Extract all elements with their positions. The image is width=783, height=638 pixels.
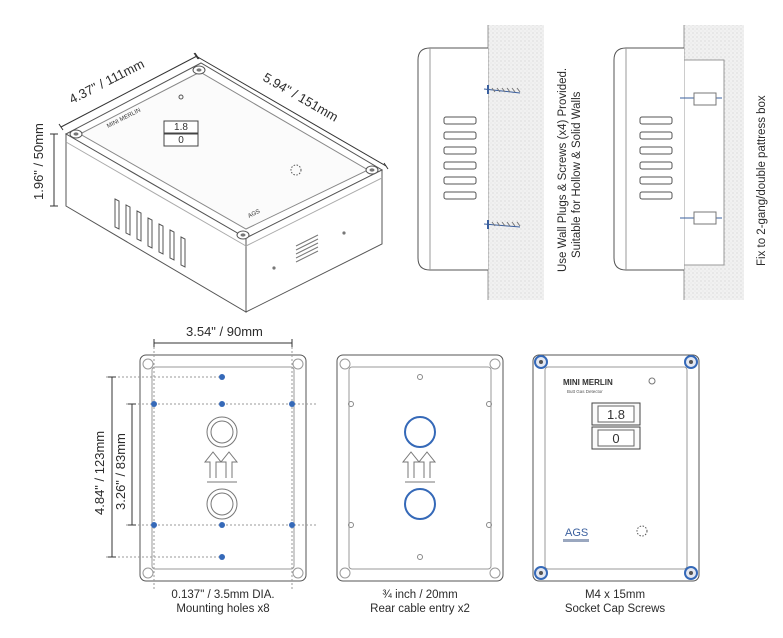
ce-up-arrows-icon <box>401 451 437 483</box>
pattress-box <box>683 59 725 266</box>
mh-up-arrows-icon <box>203 451 239 483</box>
iso-led <box>178 94 184 100</box>
mh-outer-frame <box>139 354 307 582</box>
ff-caption-line2: Socket Cap Screws <box>565 603 666 615</box>
ce-caption-line2: Rear cable entry x2 <box>370 603 470 615</box>
wall-screw-bottom <box>483 220 521 229</box>
mh-inner-height-dim: 3.26" / 83mm <box>113 433 128 510</box>
iso-dimension-lines <box>50 52 389 207</box>
wall-device-slots <box>443 116 477 200</box>
ff-product-name: MINI MERLIN <box>563 378 613 387</box>
iso-brand-logo: AGS <box>247 209 261 220</box>
wall-screw-top <box>483 85 521 94</box>
ff-certification-icon <box>648 377 656 385</box>
ff-product-sub: Butt Gas Detector <box>567 389 603 394</box>
pattress-device-slots <box>639 116 673 200</box>
iso-display-top: 1.8 <box>174 122 188 133</box>
cable-entry-hole <box>404 488 436 520</box>
ff-display-top: 1.8 <box>607 407 625 422</box>
mh-dimension-lines <box>108 339 293 558</box>
iso-corner-screws <box>69 65 379 240</box>
pattress-view <box>613 25 744 300</box>
iso-display <box>163 120 199 147</box>
ff-sensor-port <box>636 525 648 537</box>
iso-sensor-port <box>290 164 302 176</box>
wall-section <box>488 25 544 300</box>
ff-outer-frame <box>532 354 700 582</box>
mh-caption-line1: 0.137" / 3.5mm DIA. <box>171 589 274 601</box>
ff-display-bottom: 0 <box>612 431 619 446</box>
ce-small-holes <box>348 374 492 560</box>
pattress-screw-top <box>680 92 722 106</box>
mh-corner-bosses <box>142 358 304 579</box>
mh-width-dim: 3.54" / 90mm <box>186 324 263 339</box>
ff-brand-tagline-bar <box>563 539 589 542</box>
iso-vent-slots <box>114 198 186 268</box>
wall-mount-view <box>417 25 544 300</box>
ff-display <box>591 402 641 450</box>
mounting-hole <box>219 401 225 407</box>
pattress-caption: Fix to 2-gang/double pattress box <box>756 95 768 266</box>
ff-brand-logo: AGS <box>565 527 588 539</box>
mounting-hole <box>219 554 225 560</box>
mounting-hole <box>219 374 225 380</box>
mounting-holes <box>151 374 295 560</box>
isometric-view: 1.8 0 MINI MERLIN AGS <box>50 52 389 313</box>
cable-entry-holes <box>404 416 436 520</box>
mh-inner-frame <box>151 366 295 570</box>
pattress-screw-bottom <box>680 211 722 225</box>
mh-knockouts <box>206 416 238 520</box>
cable-entry-hole <box>404 416 436 448</box>
ce-caption-line1: ¾ inch / 20mm <box>382 589 457 601</box>
pattress-device-body <box>613 47 684 271</box>
ce-outer-frame <box>336 354 504 582</box>
mh-outer-height-dim: 4.84" / 123mm <box>92 431 107 515</box>
mounting-hole <box>219 522 225 528</box>
mounting-hole <box>289 522 295 528</box>
iso-grille <box>295 234 319 263</box>
ce-corner-bosses <box>339 358 501 579</box>
cable-entry-view <box>336 354 504 582</box>
iso-display-bottom: 0 <box>178 135 184 146</box>
mounting-hole <box>151 401 157 407</box>
ff-inner-frame <box>544 366 688 570</box>
ce-inner-frame <box>348 366 492 570</box>
wall-device-body <box>417 47 488 271</box>
ff-caption-line1: M4 x 15mm <box>585 589 645 601</box>
mounting-hole <box>151 522 157 528</box>
mounting-hole <box>289 401 295 407</box>
wall-caption-line2: Suitable for Hollow & Solid Walls <box>571 91 583 258</box>
iso-height-dim: 1.96" / 50mm <box>31 123 46 200</box>
wall-caption-line1: Use Wall Plugs & Screws (x4) Provided. <box>557 68 569 272</box>
mh-caption-line2: Mounting holes x8 <box>176 603 269 615</box>
front-face-view <box>532 354 700 582</box>
mounting-holes-view <box>106 339 318 590</box>
